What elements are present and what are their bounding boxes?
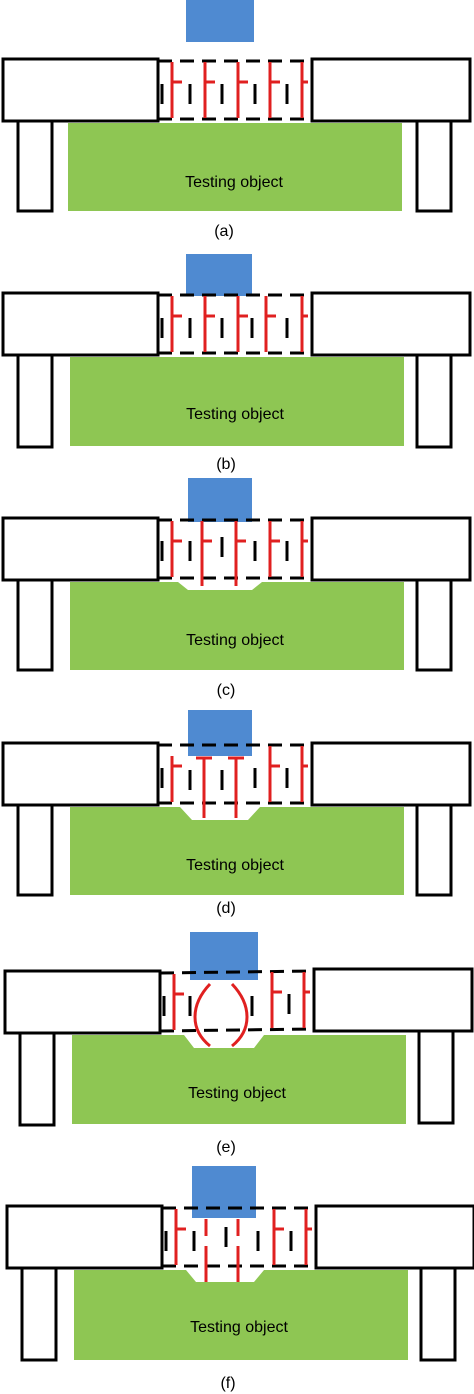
pin-array: [172, 972, 310, 1048]
testing-object: [70, 357, 404, 446]
pin-array: [174, 1209, 312, 1282]
testing-object: [72, 1035, 406, 1124]
left-leg: [16, 578, 54, 672]
indenter-block: [188, 478, 252, 522]
left-leg: [16, 803, 54, 897]
indenter-block: [186, 254, 252, 296]
right-leg: [415, 578, 453, 672]
left-frame: [1, 516, 160, 582]
testing-object-label: Testing object: [185, 174, 283, 191]
testing-object-label: Testing object: [186, 857, 284, 874]
panel-c: Testing object (c): [1, 478, 472, 699]
left-frame: [3, 969, 162, 1035]
pin-array: [170, 296, 308, 352]
right-leg: [415, 119, 453, 213]
right-leg: [417, 1029, 455, 1125]
testing-object: [70, 807, 404, 895]
testing-object: [68, 123, 402, 211]
left-leg: [18, 1031, 56, 1127]
left-frame: [1, 741, 160, 807]
panel-caption: (a): [214, 223, 234, 240]
panel-caption: (c): [217, 682, 236, 699]
right-leg: [419, 1266, 457, 1362]
testing-object-label: Testing object: [186, 406, 284, 423]
right-frame: [312, 967, 474, 1033]
panel-f: Testing object (f): [5, 1166, 474, 1392]
panel-e: Testing object (e): [3, 932, 474, 1156]
testing-object-label: Testing object: [188, 1085, 286, 1102]
indenter-block: [188, 710, 252, 756]
left-leg: [16, 353, 54, 449]
pin-array: [170, 521, 308, 586]
right-frame: [310, 291, 472, 357]
right-frame: [310, 741, 472, 807]
panel-caption: (d): [216, 900, 236, 917]
left-frame: [5, 1204, 164, 1270]
left-leg: [20, 1266, 58, 1362]
testing-object-label: Testing object: [190, 1319, 288, 1336]
indenter-block: [192, 1166, 256, 1218]
right-frame: [310, 516, 472, 582]
right-leg: [415, 353, 453, 449]
pin-array: [170, 62, 308, 118]
panel-caption: (e): [216, 1139, 236, 1156]
left-frame: [1, 291, 160, 357]
panel-caption: (b): [216, 456, 236, 473]
indenter-block: [186, 0, 254, 42]
panel-a: Testing object (a): [1, 0, 472, 240]
left-frame: [1, 57, 160, 123]
panel-b: Testing object (b): [1, 254, 472, 473]
indenter-block: [190, 932, 258, 980]
right-leg: [415, 803, 453, 897]
testing-object: [70, 582, 404, 670]
pin-array: [170, 746, 308, 818]
panel-caption: (f): [220, 1375, 235, 1392]
right-frame: [310, 57, 472, 123]
panel-d: Testing object (d): [1, 710, 472, 917]
left-leg: [16, 119, 54, 213]
right-frame: [314, 1204, 474, 1270]
testing-object-label: Testing object: [186, 632, 284, 649]
testing-object: [74, 1270, 408, 1360]
